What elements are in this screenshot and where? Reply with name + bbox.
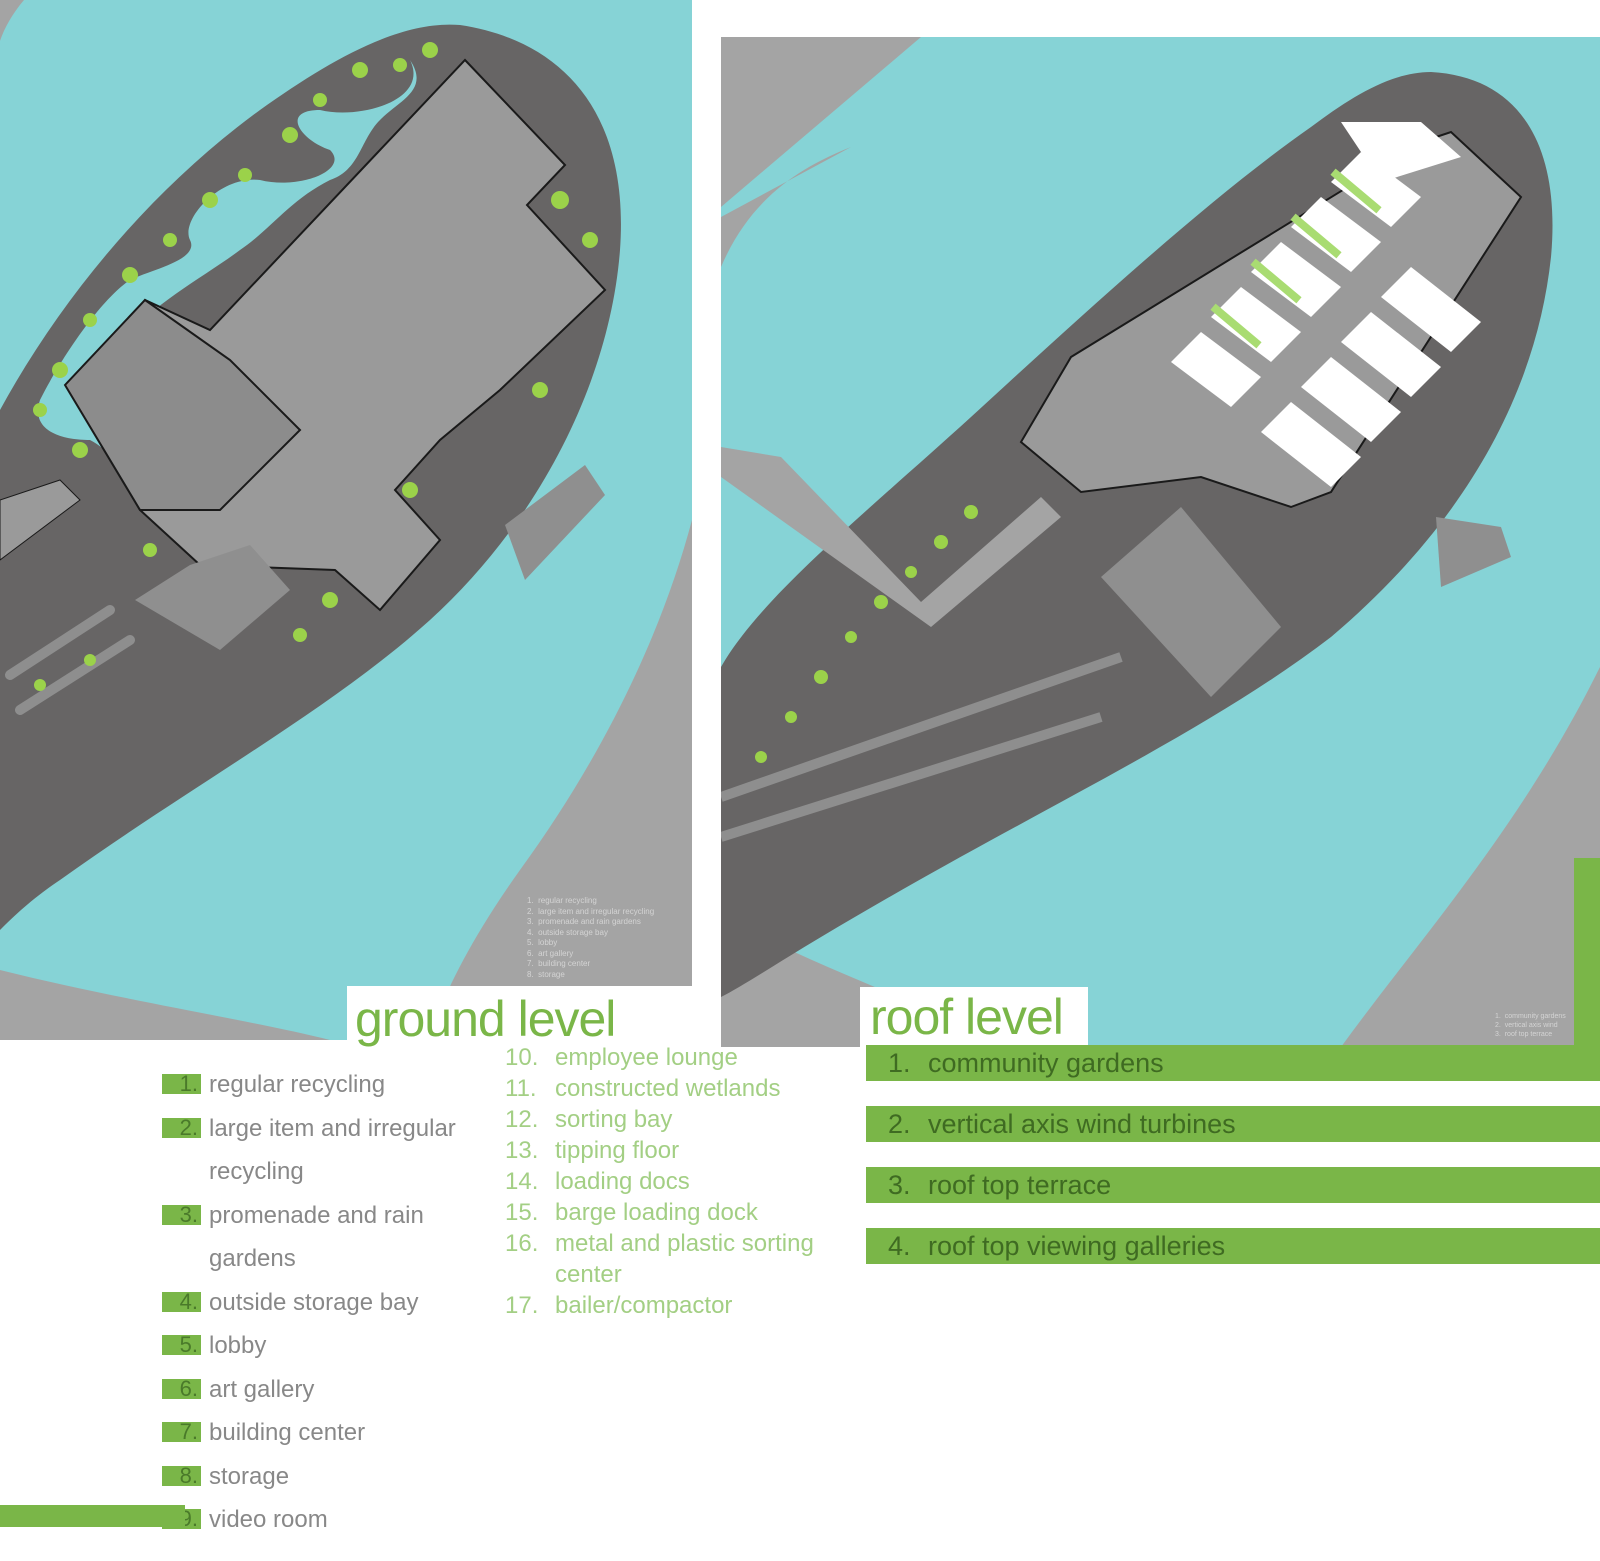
constructed-wetlands <box>38 60 417 480</box>
key-number: 3. <box>888 1170 911 1200</box>
ground-level-plan <box>0 0 692 1040</box>
key-label: employee lounge <box>555 1044 738 1071</box>
key-label: roof top terrace <box>928 1170 1112 1200</box>
ground-level-site-drawing <box>0 0 692 1040</box>
key-label: vertical axis wind turbines <box>928 1109 1236 1139</box>
key-number: 7. <box>162 1421 201 1443</box>
roof-level-title: roof level <box>860 987 1088 1047</box>
shore-left <box>721 147 851 267</box>
key-label: regular recycling <box>209 1071 386 1098</box>
tree-canopy <box>33 42 598 691</box>
list-item: 3. promenade and rain gardens <box>162 1194 492 1281</box>
ground-level-key-secondary: 10. employee lounge 11. constructed wetlan… <box>505 1042 845 1321</box>
list-item: 12. sorting bay <box>505 1104 845 1135</box>
lower-roof-block <box>1101 507 1281 697</box>
key-label: storage <box>209 1462 290 1490</box>
accent-bar-right <box>1574 858 1600 1080</box>
shore-top-left <box>0 0 24 110</box>
key-number: 10. <box>505 1044 539 1071</box>
key-label: metal and plastic sorting center <box>555 1230 814 1288</box>
key-number: 1. <box>888 1048 911 1078</box>
list-item: 9.video room <box>162 1498 492 1542</box>
roof-top-viewing-galleries <box>1171 122 1481 487</box>
key-number: 4. <box>888 1231 911 1261</box>
roof-level-site-drawing <box>721 37 1600 1047</box>
list-item: 14. loading docs <box>505 1166 845 1197</box>
white-header-tab <box>692 0 1022 37</box>
key-label: community gardens <box>928 1048 1164 1078</box>
tree-canopy <box>755 505 978 763</box>
parking-rows <box>5 605 135 715</box>
key-label: building center <box>209 1419 366 1446</box>
shore-bottom-right <box>430 520 692 1040</box>
key-number: 14. <box>505 1168 539 1195</box>
key-number: 6. <box>162 1377 201 1399</box>
list-item: 5. lobby <box>162 1324 492 1368</box>
key-number: 15. <box>505 1199 539 1226</box>
key-label: constructed wetlands <box>555 1075 781 1102</box>
shore-bottom-left <box>0 970 330 1040</box>
list-item: 15. barge loading dock <box>505 1197 845 1228</box>
key-number: 12. <box>505 1106 539 1133</box>
list-item: 7. building center <box>162 1411 492 1455</box>
key-label: bailer/compactor <box>555 1292 733 1319</box>
key-label: promenade and rain gardens <box>209 1201 424 1273</box>
key-number: 11. <box>505 1075 537 1102</box>
outside-storage-bay <box>135 545 290 650</box>
ground-plan-mini-legend: 1. regular recycling 2. large item and i… <box>527 896 655 979</box>
roof-level-key: 1. community gardens 2. vertical axis wind… <box>866 1045 1600 1289</box>
key-number: 3. <box>162 1203 201 1225</box>
list-item: 4. roof top viewing galleries <box>866 1228 1600 1264</box>
key-label: outside storage bay <box>209 1288 419 1316</box>
key-label: tipping floor <box>555 1137 680 1164</box>
list-item: 17. bailer/compactor <box>505 1290 845 1321</box>
key-number: 2. <box>162 1116 201 1138</box>
key-label: loading docs <box>555 1168 690 1195</box>
community-gardens <box>1210 168 1382 349</box>
roof-plan-mini-legend: 1. community gardens 2. vertical axis wi… <box>1495 1013 1566 1038</box>
key-label: roof top viewing galleries <box>928 1231 1226 1261</box>
list-item: 11. constructed wetlands <box>505 1073 845 1104</box>
list-item: 3. roof top terrace <box>866 1167 1600 1203</box>
list-item: 1. regular recycling <box>162 1063 492 1107</box>
shore-top-left <box>721 37 921 207</box>
key-label: video room <box>209 1506 328 1533</box>
list-item: 4. outside storage bay <box>162 1281 492 1325</box>
key-number: 16. <box>505 1230 539 1257</box>
accent-bar-bottom <box>0 1505 185 1527</box>
list-item: 2. large item and irregular recycling <box>162 1107 492 1194</box>
list-item: 16. metal and plastic sorting center <box>505 1228 845 1290</box>
shore-bottom-right <box>1341 667 1600 1047</box>
key-label: large item and irregular recycling <box>209 1114 456 1186</box>
key-number: 5. <box>162 1334 201 1356</box>
list-item: 13. tipping floor <box>505 1135 845 1166</box>
admin-wing <box>63 298 302 511</box>
shore-bottom-left <box>721 917 1041 1047</box>
list-item: 1. community gardens <box>866 1045 1600 1081</box>
key-label: lobby <box>209 1332 267 1359</box>
key-label: barge loading dock <box>555 1199 758 1226</box>
key-number: 13. <box>505 1137 539 1164</box>
key-number: 8. <box>162 1464 201 1486</box>
key-number: 1. <box>162 1073 201 1095</box>
ground-level-title: ground level <box>347 986 692 1044</box>
barge-dock <box>1436 517 1511 587</box>
list-item: 10. employee lounge <box>505 1042 845 1073</box>
key-number: 17. <box>505 1292 539 1319</box>
roof-top-terrace-bridge <box>721 447 1061 627</box>
parking-rows <box>721 652 1123 842</box>
ground-level-key: 1. regular recycling 2. large item and irr… <box>162 1063 492 1542</box>
roof-level-plan <box>721 37 1600 1047</box>
list-item: 8. storage <box>162 1455 492 1499</box>
key-number: 2. <box>888 1109 911 1139</box>
list-item: 6. art gallery <box>162 1368 492 1412</box>
barge-loading-dock <box>505 465 605 580</box>
key-label: sorting bay <box>555 1106 673 1133</box>
list-item: 2. vertical axis wind turbines <box>866 1106 1600 1142</box>
key-label: art gallery <box>209 1375 315 1403</box>
regular-recycling-area <box>0 479 81 561</box>
key-number: 4. <box>162 1290 201 1312</box>
